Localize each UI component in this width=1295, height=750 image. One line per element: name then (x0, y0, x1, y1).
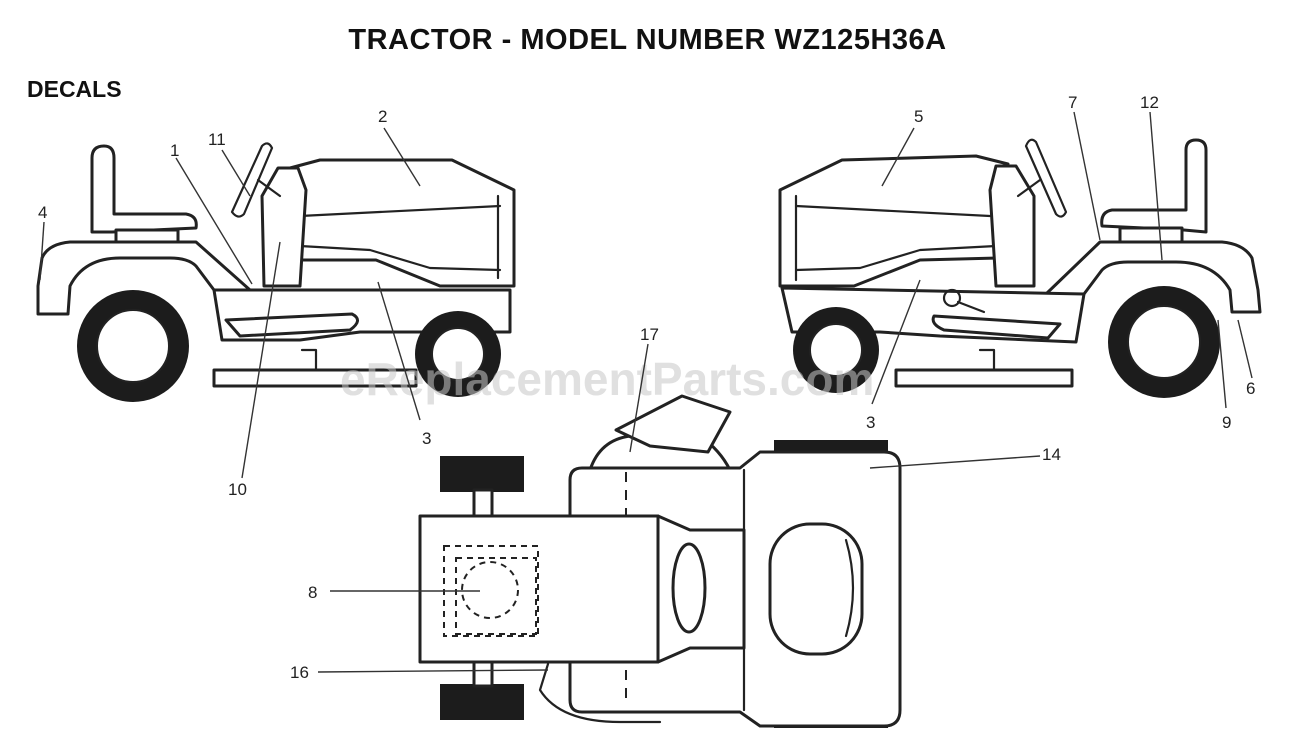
callout-7: 7 (1068, 93, 1077, 112)
right-seat-back (1100, 138, 1208, 234)
callout-6: 6 (1246, 379, 1255, 398)
callout-16: 16 (290, 663, 309, 682)
right-steering-wheel (1024, 138, 1068, 218)
callout-labels: 1 2 3 4 10 11 5 3 7 12 6 9 14 8 16 17 (38, 93, 1255, 682)
left-steering-wheel (230, 142, 274, 218)
callout-5: 5 (914, 107, 923, 126)
right-dash (988, 164, 1036, 288)
callout-12: 12 (1140, 93, 1159, 112)
callout-3-left: 3 (422, 429, 431, 448)
callout-14: 14 (1042, 445, 1061, 464)
callout-8: 8 (308, 583, 317, 602)
left-seat-back (90, 144, 198, 234)
top-view-tractor (418, 394, 902, 728)
callout-17: 17 (640, 325, 659, 344)
left-hood (288, 158, 516, 288)
callout-2: 2 (378, 107, 387, 126)
right-side-tractor-view (778, 138, 1262, 398)
left-side-tractor-view (36, 142, 516, 402)
diagram-title: TRACTOR - MODEL NUMBER WZ125H36A (348, 24, 947, 56)
callout-3-right: 3 (866, 413, 875, 432)
callout-11: 11 (208, 130, 226, 149)
callout-4: 4 (38, 203, 47, 222)
callout-10: 10 (228, 480, 247, 499)
callout-1: 1 (170, 141, 179, 160)
watermark-text: eReplacementParts.com (340, 353, 874, 405)
right-hood (778, 154, 1010, 288)
right-seat-base (1118, 226, 1184, 244)
top-front-tire-upper (440, 456, 524, 492)
section-label: DECALS (27, 76, 122, 102)
top-seat (768, 522, 864, 656)
right-mower-deck (894, 368, 1074, 388)
callout-9: 9 (1222, 413, 1231, 432)
left-dash (260, 166, 308, 288)
top-front-tire-lower (440, 684, 524, 720)
top-rear-tire-upper (774, 440, 888, 452)
left-mower-deck (212, 368, 418, 388)
leader-lines (39, 111, 1253, 673)
